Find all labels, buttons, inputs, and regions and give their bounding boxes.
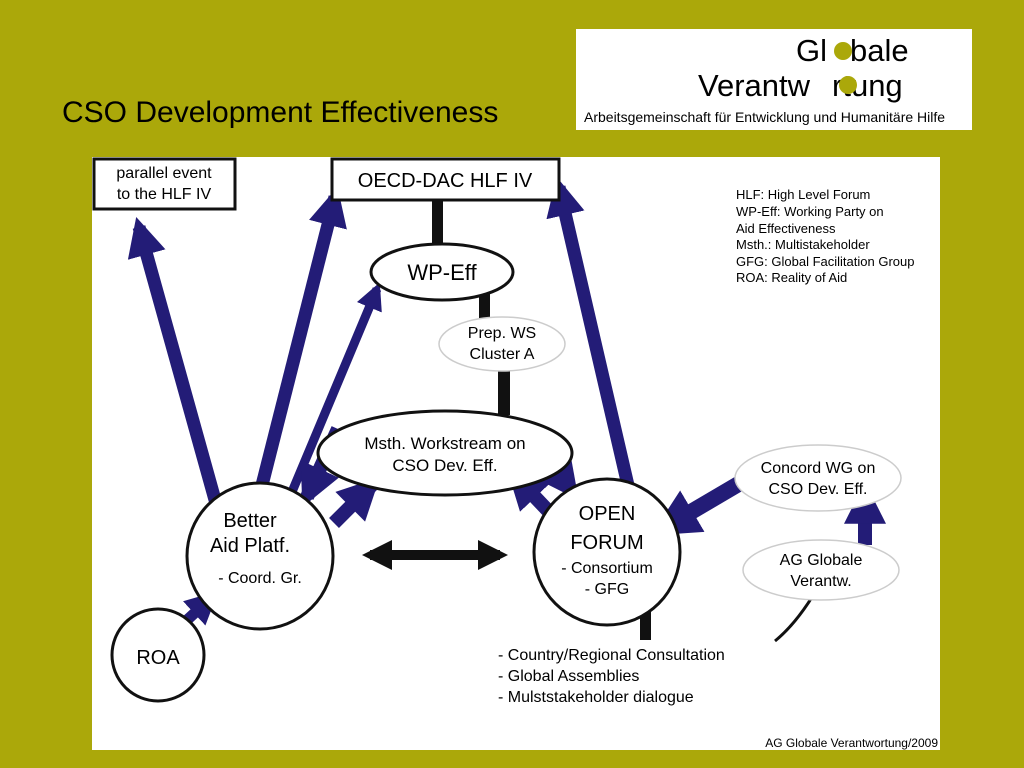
svg-text:AG Globale: AG Globale — [780, 552, 863, 569]
connector-prep-msth — [498, 367, 510, 415]
concord-node: Concord WG on CSO Dev. Eff. — [734, 444, 902, 512]
activities-list: - Country/Regional Consultation - Global… — [498, 647, 725, 706]
svg-text:HLF: High Level Forum: HLF: High Level Forum — [736, 187, 870, 202]
svg-text:- Global Assemblies: - Global Assemblies — [498, 668, 639, 685]
svg-text:OECD-DAC HLF IV: OECD-DAC HLF IV — [358, 170, 533, 192]
diagram-panel: parallel event to the HLF IV OECD-DAC HL… — [92, 157, 940, 750]
svg-text:Aid Effectiveness: Aid Effectiveness — [736, 221, 836, 236]
arrow-better-to-oecd — [252, 186, 347, 499]
arrow-better-to-parallel — [127, 216, 229, 527]
svg-text:parallel event: parallel event — [116, 165, 212, 182]
svg-text:FORUM: FORUM — [570, 532, 643, 554]
wp-eff-node: WP-Eff — [369, 242, 515, 302]
svg-text:- Coord. Gr.: - Coord. Gr. — [218, 570, 302, 587]
svg-text:- Country/Regional Consultatio: - Country/Regional Consultation — [498, 647, 725, 664]
svg-text:Aid Platf.: Aid Platf. — [210, 535, 290, 557]
svg-text:Better: Better — [223, 510, 277, 532]
logo-dot-2 — [839, 76, 857, 94]
oecd-box: OECD-DAC HLF IV — [330, 157, 561, 202]
svg-text:WP-Eff: Working Party on: WP-Eff: Working Party on — [736, 204, 884, 219]
arrow-forum-to-oecd — [546, 176, 637, 496]
slide-title: CSO Development Effectiveness — [62, 96, 499, 129]
svg-text:ROA: ROA — [136, 647, 180, 669]
better-aid-node: Better Aid Platf. - Coord. Gr. — [185, 481, 335, 631]
roa-node: ROA — [110, 607, 206, 703]
svg-text:Verantw.: Verantw. — [790, 573, 851, 590]
connector-oecd-wpeff — [432, 200, 443, 257]
svg-text:Cluster A: Cluster A — [470, 346, 535, 363]
svg-text:WP-Eff: WP-Eff — [407, 260, 477, 285]
open-forum-node: OPEN FORUM - Consortium - GFG — [532, 477, 682, 627]
svg-text:Prep. WS: Prep. WS — [468, 325, 536, 342]
logo-subtitle: Arbeitsgemeinschaft für Entwicklung und … — [584, 109, 945, 125]
svg-text:OPEN: OPEN — [579, 503, 636, 525]
svg-text:- GFG: - GFG — [585, 581, 629, 598]
credit-text: AG Globale Verantwortung/2009 — [765, 736, 938, 750]
connector-wpeff-prep — [479, 289, 490, 319]
svg-text:to the HLF IV: to the HLF IV — [117, 186, 212, 203]
svg-text:- Mulststakeholder dialogue: - Mulststakeholder dialogue — [498, 689, 694, 706]
arrow-concord-to-forum — [650, 472, 752, 536]
svg-text:Concord WG on: Concord WG on — [761, 460, 876, 477]
svg-text:Msth. Workstream on: Msth. Workstream on — [364, 434, 525, 453]
prep-ws-node: Prep. WS Cluster A — [438, 316, 566, 372]
parallel-event-box: parallel event to the HLF IV — [92, 157, 237, 211]
svg-text:GFG: Global Facilitation Group: GFG: Global Facilitation Group — [736, 254, 914, 269]
svg-text:CSO Dev. Eff.: CSO Dev. Eff. — [769, 481, 868, 498]
msth-workstream-node: Msth. Workstream on CSO Dev. Eff. — [316, 409, 574, 497]
arrow-better-to-msth — [329, 477, 380, 528]
logo-dot-1 — [834, 42, 852, 60]
svg-text:CSO Dev. Eff.: CSO Dev. Eff. — [392, 456, 497, 475]
ag-globale-node: AG Globale Verantw. — [742, 539, 900, 601]
svg-text:ROA: Reality of Aid: ROA: Reality of Aid — [736, 270, 847, 285]
svg-text:- Consortium: - Consortium — [561, 560, 653, 577]
legend: HLF: High Level Forum WP-Eff: Working Pa… — [736, 187, 914, 285]
connector-forum-activities — [640, 610, 651, 640]
svg-text:Msth.: Multistakeholder: Msth.: Multistakeholder — [736, 237, 870, 252]
